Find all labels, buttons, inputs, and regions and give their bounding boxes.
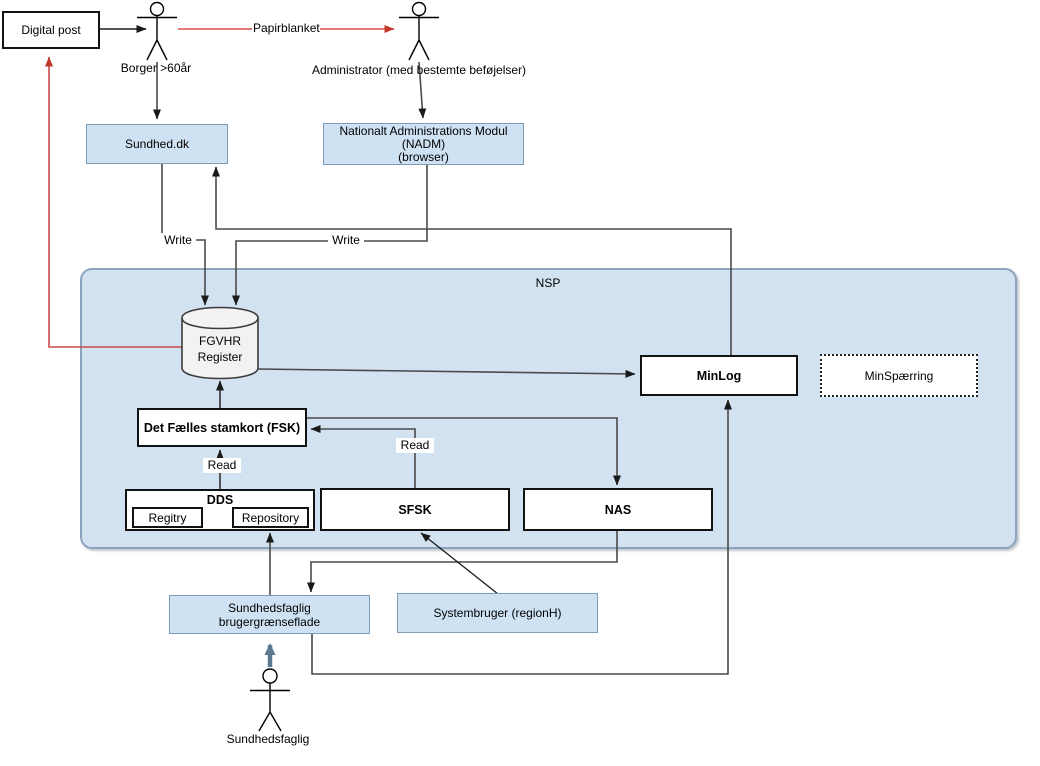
sundhed-dk-label: Sundhed.dk: [124, 137, 190, 151]
dds-registry-label: Regitry: [148, 510, 187, 525]
minlog-label: MinLog: [696, 368, 742, 383]
papirblanket-edge-label: Papirblanket: [252, 21, 320, 36]
borger-actor-label: Borger >60år: [120, 61, 192, 75]
borger-actor-icon: [137, 1, 177, 61]
sundhedsfaglig-actor-label: Sundhedsfaglig: [226, 732, 310, 746]
edge-fgvhr-to-minlog: [257, 368, 636, 378]
write-label-sundhed: Write: [160, 233, 196, 248]
node-systembruger: Systembruger (regionH): [397, 593, 598, 633]
node-dds: DDS Regitry Repository: [125, 489, 315, 531]
node-nas: NAS: [523, 488, 713, 531]
administrator-actor-icon: [399, 1, 439, 61]
sundhedsfaglig-ui-line2: brugergrænseflade: [218, 614, 321, 629]
node-dds-repository: Repository: [232, 507, 309, 528]
edge-nas-to-ui: [307, 531, 618, 593]
fgvhr-register-label: FGVHR Register: [197, 334, 243, 364]
edge-administrator-to-nadm: [418, 61, 427, 119]
edge-ui-to-minlog: [311, 399, 732, 675]
node-digital-post: Digital post: [2, 11, 100, 49]
read-label-dds: Read: [203, 458, 241, 473]
edge-fsk-to-nas: [307, 417, 621, 486]
node-sundhedsfaglig-ui: Sundhedsfaglig brugergrænseflade: [169, 595, 370, 634]
sundhedsfaglig-ui-line1: Sundhedsfaglig: [228, 600, 311, 615]
edge-systembruger-to-sfsk: [420, 532, 499, 595]
node-nadm: Nationalt Administrations Modul (NADM) (…: [323, 123, 524, 165]
nadm-label-line1: Nationalt Administrations Modul: [339, 123, 508, 138]
dds-label: DDS: [206, 493, 234, 507]
node-minlog: MinLog: [640, 355, 798, 396]
administrator-actor-label: Administrator (med bestemte beføjelser): [311, 63, 527, 77]
edge-fgvhr-to-digitalpost: [45, 56, 182, 348]
fsk-label: Det Fælles stamkort (FSK): [143, 420, 301, 435]
edge-minlog-to-sundheddk: [212, 166, 732, 355]
node-minspaerring: MinSpærring: [820, 354, 978, 397]
read-label-sfsk: Read: [396, 438, 434, 453]
edge-sfsk-read-fsk: [310, 425, 416, 488]
digital-post-label: Digital post: [21, 23, 81, 37]
dds-repository-label: Repository: [241, 510, 300, 525]
systembruger-label: Systembruger (regionH): [433, 606, 562, 620]
nadm-label-line3: (browser): [398, 149, 449, 164]
fgvhr-database-icon: [181, 306, 259, 380]
node-sundhed-dk: Sundhed.dk: [86, 124, 228, 164]
sundhedsfaglig-actor-icon: [250, 668, 290, 732]
nadm-label-line2: (NADM): [401, 136, 446, 151]
node-fsk: Det Fælles stamkort (FSK): [137, 408, 307, 447]
write-label-nadm: Write: [328, 233, 364, 248]
minspaerring-label: MinSpærring: [864, 368, 934, 383]
node-sfsk: SFSK: [320, 488, 510, 531]
nas-label: NAS: [604, 502, 632, 517]
sfsk-label: SFSK: [398, 502, 432, 517]
nsp-container-label: NSP: [535, 276, 561, 290]
node-dds-registry: Regitry: [132, 507, 203, 528]
